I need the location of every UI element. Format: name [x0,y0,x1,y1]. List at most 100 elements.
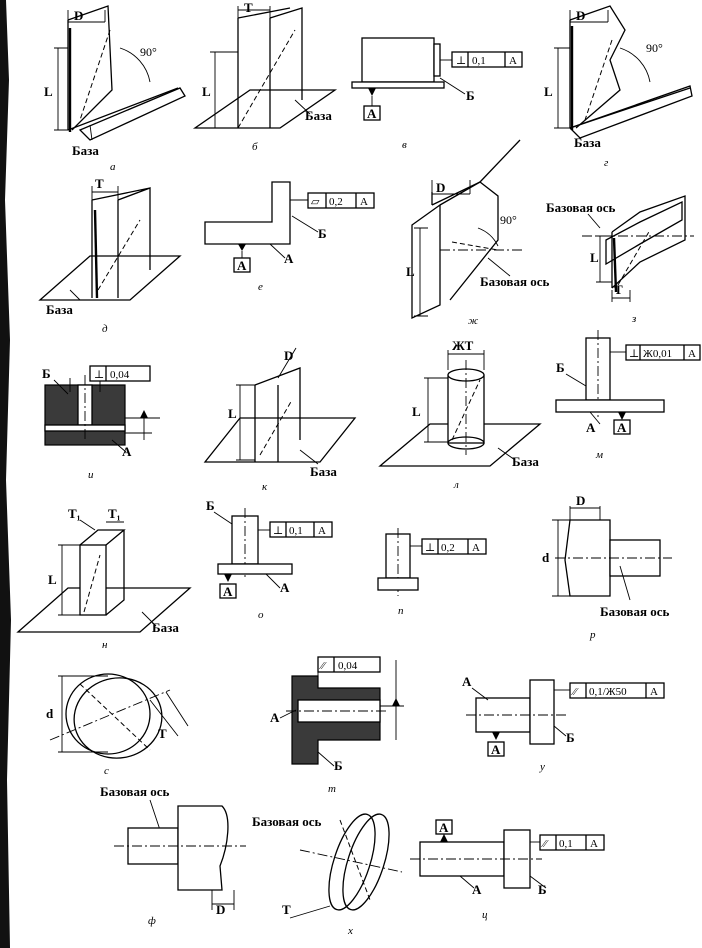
datum-A: А [367,106,377,121]
svg-text:0,2: 0,2 [441,542,455,554]
datum-A2: А [284,251,294,266]
dim-D: D [576,8,585,23]
fig-k: D L База к [203,347,357,493]
datum-A: А [617,420,627,435]
dim-JT: ЖТ [452,338,474,353]
svg-text:А: А [688,348,696,360]
svg-text:А: А [590,838,598,850]
datum-A2: А [586,420,596,435]
scan-edge [0,0,11,948]
datum-A: А [491,742,501,757]
base-label: База [305,108,332,123]
fig-o: А ⊥ 0,1 А Б А о [206,498,333,621]
datum-A: А [223,584,233,599]
svg-text:А: А [509,55,517,67]
tol-frame-m: ⊥ Ж0,01 А [625,344,701,361]
datum-A: А [237,258,247,273]
svg-text:⊥: ⊥ [94,369,104,381]
fig-a: D L 90° База а [44,5,186,173]
svg-text:⁄⁄: ⁄⁄ [571,686,579,698]
dim-L: L [202,84,211,99]
tol-frame-ts: ⁄⁄ 0,1 А [539,834,605,851]
datum-A2: А [462,674,472,689]
dim-T: T [282,902,291,917]
fig-v: А ⊥ 0,1 А Б в [351,37,523,151]
svg-text:Ж0,01: Ж0,01 [643,348,672,360]
datum-A: А [122,444,132,459]
base-label: База [574,135,601,150]
caption-b: б [252,141,258,153]
angle-label: 90° [140,45,157,59]
svg-text:0,04: 0,04 [338,660,358,672]
caption-h: х [347,925,353,937]
caption-d: д [102,323,108,335]
caption-i: и [88,469,94,481]
datum-B: Б [42,366,51,381]
caption-o: о [258,609,264,621]
dim-L: L [590,250,599,265]
dim-D: D [284,348,293,363]
dim-L: L [44,84,53,99]
caption-e: е [258,281,263,293]
svg-text:0,1: 0,1 [559,838,573,850]
caption-zh: ж [468,315,479,327]
datum-B: Б [466,88,475,103]
tol-frame-i: ⊥ 0,04 [89,365,151,382]
svg-text:⁄⁄: ⁄⁄ [541,838,549,850]
fig-b: T L База б [192,0,338,153]
angle-label: 90° [500,213,517,227]
axis-label: Базовая ось [480,274,549,289]
svg-text:0,1/Ж50: 0,1/Ж50 [589,686,627,698]
caption-r: р [589,629,596,641]
axis-label: Базовая ось [100,784,169,799]
tol-frame-p: ⊥ 0,2 А [421,538,487,555]
fig-g: D L 90° База г [544,5,693,169]
svg-text:⊥: ⊥ [425,542,435,554]
dim-D: D [74,8,83,23]
axis-label: Базовая ось [546,200,615,215]
dim-L: L [228,406,237,421]
caption-u: у [539,761,545,773]
base-label: База [46,302,73,317]
caption-l: л [453,479,459,491]
svg-text:0,2: 0,2 [329,196,343,208]
tol-frame-t: ⁄⁄ 0,04 [317,656,381,673]
dim-L: L [412,404,421,419]
caption-ts: ц [482,909,488,921]
svg-text:⁄⁄: ⁄⁄ [319,660,327,672]
datum-B: Б [556,360,565,375]
datum-A2: А [472,882,482,897]
datum-A2: А [280,580,290,595]
fig-m: А ⊥ Ж0,01 А Б А м [555,330,701,461]
svg-text:А: А [318,525,326,537]
caption-p: п [398,605,404,617]
dim-D: D [576,493,585,508]
dim-L: L [48,572,57,587]
dim-T: T [244,0,253,15]
caption-v: в [402,139,407,151]
svg-text:0,1: 0,1 [289,525,303,537]
datum-A: А [270,710,280,725]
datum-B: Б [206,498,215,513]
datum-B: Б [566,730,575,745]
tol-frame-e: ⏥ 0,2 А [307,192,375,209]
fig-p: ⊥ 0,2 А п [377,528,487,617]
caption-n: н [102,639,108,651]
svg-text:⊥: ⊥ [629,348,639,360]
svg-text:⊥: ⊥ [456,55,466,67]
base-label: База [310,464,337,479]
fig-ts: А ⁄⁄ 0,1 А А Б ц [410,819,605,921]
svg-text:⏥: ⏥ [311,196,320,208]
angle-label: 90° [646,41,663,55]
fig-n: L T₁ T₁ База н [16,506,192,651]
datum-A: А [439,820,449,835]
caption-s: с [104,765,109,777]
dim-T: T [614,282,623,297]
caption-g: г [604,157,609,169]
dim-D: D [216,902,225,917]
svg-text:0,1: 0,1 [472,55,486,67]
datum-B: Б [318,226,327,241]
fig-r: D d Базовая ось р [542,493,672,641]
fig-s: d T с [46,673,189,777]
